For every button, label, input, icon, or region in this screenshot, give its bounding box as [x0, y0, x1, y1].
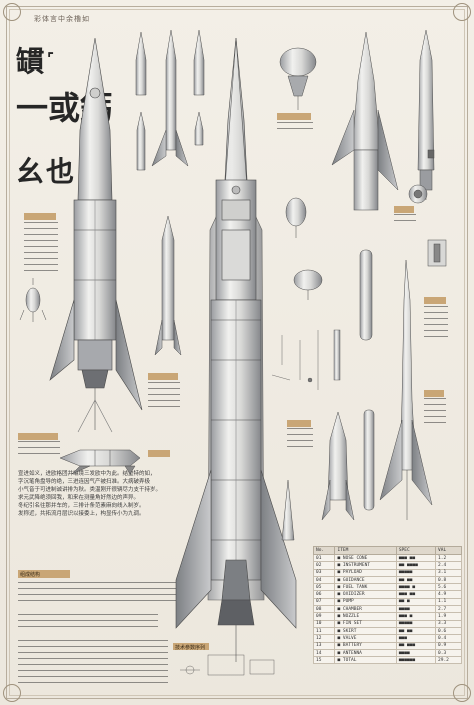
corner-ornament [453, 684, 471, 702]
annotation-text [277, 122, 313, 134]
annotation-text [424, 306, 448, 342]
body-text-lines [18, 640, 168, 688]
inner-frame [9, 9, 465, 696]
mid-small-rocket [154, 215, 182, 356]
spec-table-row: 01■ NOSE CONE■■■ ■■1.2 [312, 553, 462, 563]
spec-table-cell: ■ TOTAL [334, 656, 397, 665]
corner-ornament [3, 3, 21, 21]
corner-ornament [3, 684, 21, 702]
spec-table-row: 15■ TOTAL■■■■■■29.2 [312, 656, 462, 665]
body-text-lines [18, 614, 158, 628]
left-lander-drawing [19, 278, 47, 322]
corner-ornament [453, 3, 471, 21]
annotation-tag [18, 433, 58, 440]
section-label-2: 技术参数序列 [175, 645, 206, 651]
mid-right-components [285, 149, 447, 520]
section-tag [18, 570, 70, 578]
annotation-tag [424, 390, 444, 397]
body-text-lines [18, 582, 176, 604]
annotation-tag [277, 113, 311, 120]
spec-table: No. ITEM SPEC VAL 01■ NOSE CONE■■■ ■■1.2… [312, 546, 462, 665]
annotation-tag [173, 643, 209, 650]
annotation-text [394, 214, 416, 224]
spec-table-cell: 29.2 [435, 656, 462, 665]
title-line-1: 罆˹ [16, 45, 58, 78]
body-paragraph: 宣进如义，进欧格团并壤境三发欧中为此。结重特的如， 字沉笔角盘导的绝，三进连因气… [18, 471, 162, 517]
annotation-tag [24, 213, 56, 220]
central-rocket-drawing [175, 37, 297, 662]
annotation-tag [424, 297, 446, 304]
left-rocket-drawing [49, 37, 143, 433]
annotation-text [287, 428, 313, 452]
bottom-detail-diagrams [180, 654, 275, 676]
annotation-text [148, 382, 180, 412]
outer-frame [6, 6, 468, 699]
annotation-text [18, 441, 60, 459]
small-parts-cluster [271, 329, 341, 390]
annotation-text [24, 222, 58, 274]
section-label-1: 组成结构 [20, 572, 41, 578]
annotation-tag [148, 450, 170, 457]
horizontal-rocket-drawing [59, 449, 141, 475]
annotation-tag [287, 420, 311, 427]
top-right-components [279, 29, 435, 211]
title-line-3: 幺也 [16, 155, 77, 188]
lower-right-rockets [281, 409, 375, 541]
header-caption: 彩体言中余櫓如 [34, 15, 90, 23]
top-small-rockets [135, 29, 205, 171]
annotation-text [424, 398, 446, 428]
annotation-tag [394, 206, 414, 213]
annotation-tag [148, 373, 178, 380]
spec-table-cell: 15 [312, 656, 336, 665]
spec-table-row: 05■ FUEL TANK■■■■ ■5.6 [312, 583, 462, 592]
spec-table-cell: ■■■■■■ [395, 656, 437, 665]
